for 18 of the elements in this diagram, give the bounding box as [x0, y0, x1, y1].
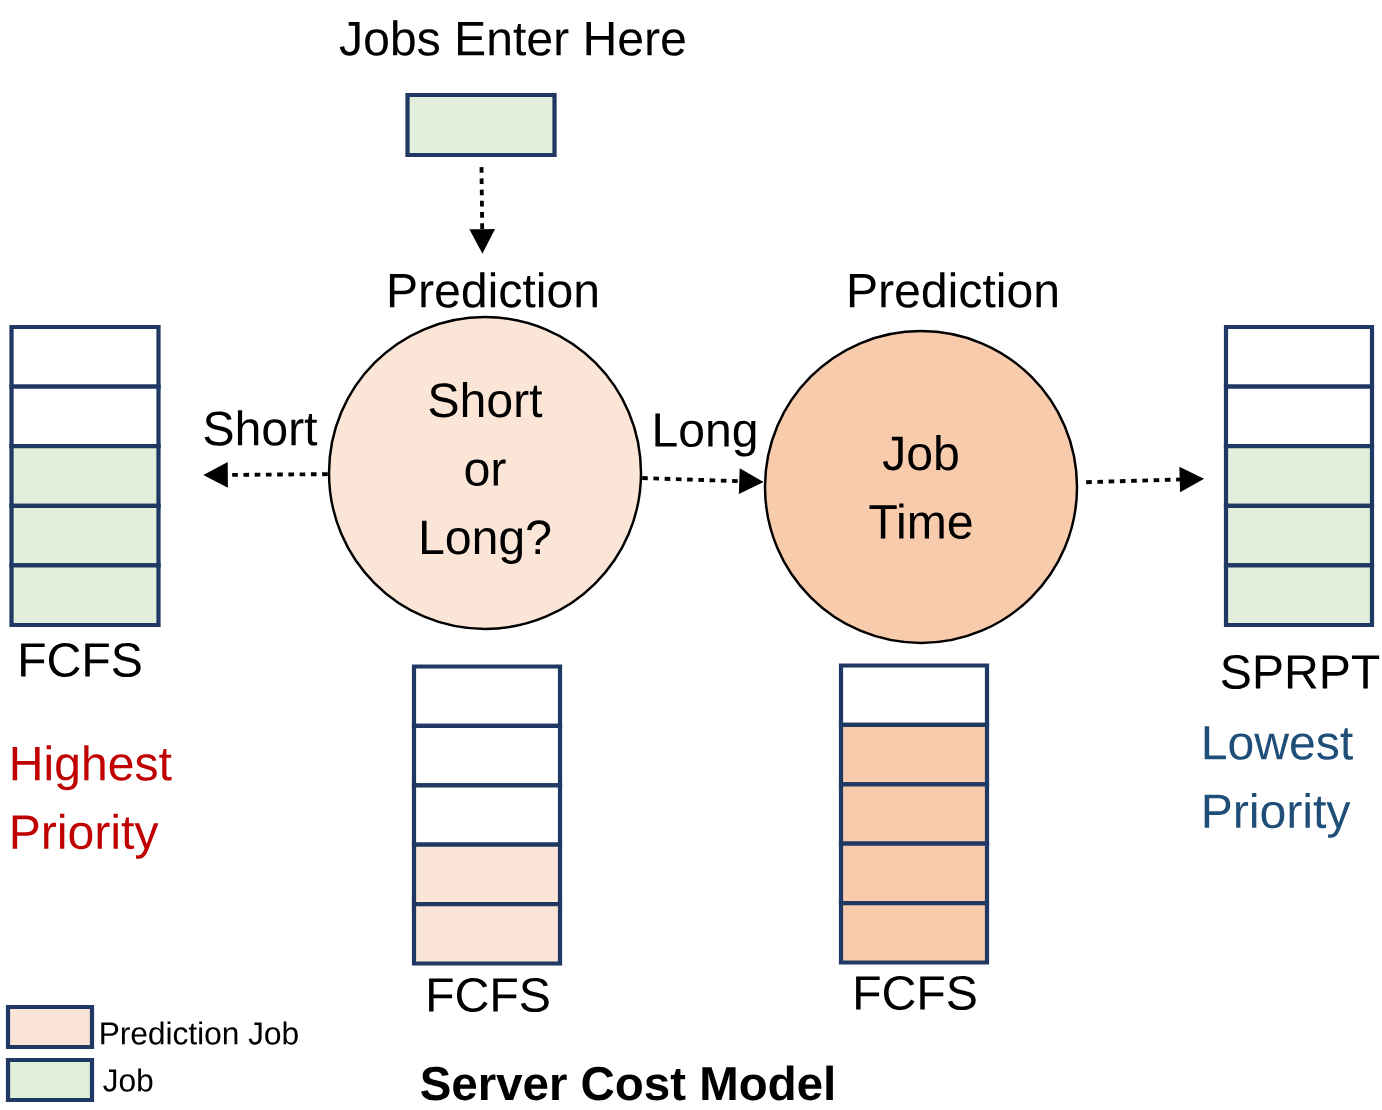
node-label: SPRPT	[1221, 654, 1380, 690]
queue: FCFS	[9, 324, 161, 678]
edge-label: Short	[204, 410, 318, 446]
node-label: Prediction	[849, 272, 1057, 308]
legend-label: Job	[103, 1068, 153, 1092]
node-label: FCFS	[429, 977, 549, 1013]
caption: Server Cost Model	[421, 1065, 833, 1101]
queue: FCFS	[411, 664, 563, 1013]
node-label: Prediction	[389, 272, 597, 308]
priority-label: Highest Priority	[12, 745, 172, 859]
queue: SPRPT	[1221, 324, 1380, 690]
entry-box: Jobs Enter Here	[339, 20, 685, 158]
queue: FCFS	[838, 663, 990, 1011]
node-label: Jobs Enter Here	[339, 20, 685, 56]
legend-label: Prediction Job	[101, 1021, 298, 1045]
node-label: FCFS	[856, 975, 976, 1011]
node-label: FCFS	[21, 642, 141, 678]
edge-label: Long	[655, 413, 756, 457]
